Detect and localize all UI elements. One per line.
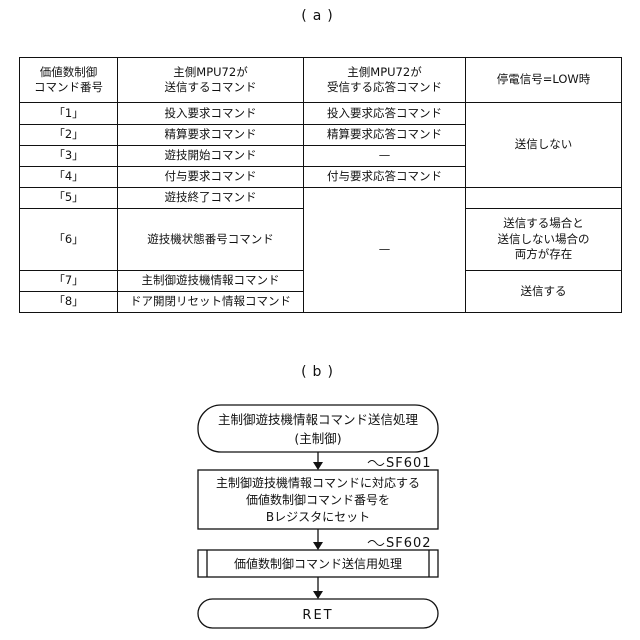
subroutine-text: 価値数制御コマンド送信用処理 <box>234 556 402 571</box>
step-callout <box>368 541 384 546</box>
arrowhead-icon <box>313 542 323 550</box>
step-callout <box>368 461 384 466</box>
process-text: Bレジスタにセット <box>266 510 370 524</box>
process-text: 主制御遊技機情報コマンドに対応する <box>216 475 420 490</box>
end-text: RET <box>302 608 333 623</box>
process-text: 価値数制御コマンド番号を <box>246 492 390 507</box>
step-id: SF601 <box>386 456 432 471</box>
start-text: 主制御遊技機情報コマンド送信処理 <box>218 412 419 427</box>
start-text: (主制御) <box>294 431 341 446</box>
arrowhead-icon <box>313 462 323 470</box>
step-id: SF602 <box>386 536 432 551</box>
arrowhead-icon <box>313 591 323 599</box>
